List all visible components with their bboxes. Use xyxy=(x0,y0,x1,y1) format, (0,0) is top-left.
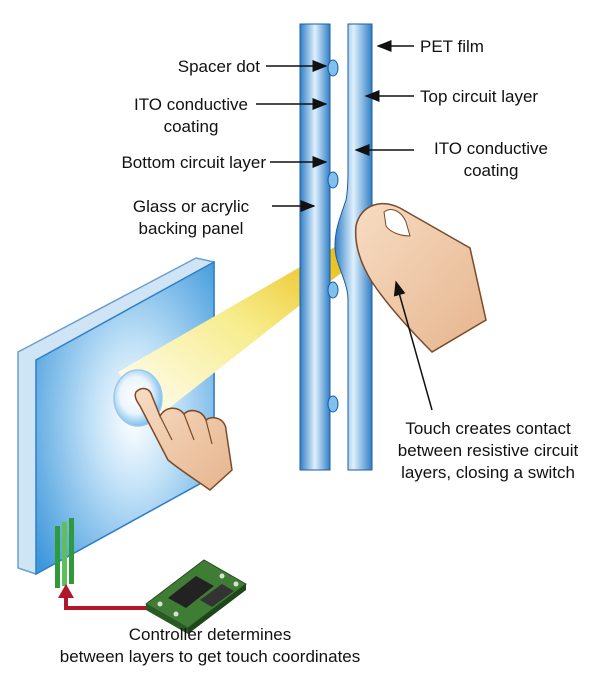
label-ito-left-line1: ITO conductive xyxy=(133,95,249,114)
label-ito-left-line2: coating xyxy=(163,117,219,136)
label-ito-right-line2: coating xyxy=(463,161,519,180)
label-ito-right-line1: ITO conductive xyxy=(433,139,549,158)
label-controller-line1: Controller determines xyxy=(128,625,292,644)
label-glass-line1: Glass or acrylic xyxy=(132,197,250,216)
zoom-beam xyxy=(118,244,350,420)
top-circuit-layer xyxy=(334,23,373,471)
controller-arrow xyxy=(64,596,148,610)
label-pet-film: PET film xyxy=(420,37,484,56)
spacer-dots xyxy=(327,59,339,413)
label-bottom-circuit: Bottom circuit layer xyxy=(121,153,266,172)
screen-cable xyxy=(55,518,74,588)
label-glass-line2: backing panel xyxy=(138,219,244,238)
finger-icon xyxy=(354,203,487,353)
label-spacer-dot: Spacer dot xyxy=(177,57,260,76)
label-top-circuit: Top circuit layer xyxy=(420,87,539,106)
controller-chip-icon xyxy=(145,559,247,634)
touch-screen-panel xyxy=(17,257,215,576)
callout-lines xyxy=(256,40,433,411)
label-controller-line2: between layers to get touch coordinates xyxy=(59,647,361,666)
hand-icon xyxy=(134,387,233,491)
label-touch-line1: Touch creates contact xyxy=(405,419,571,438)
backing-panel xyxy=(299,23,331,471)
label-touch-line3: layers, closing a switch xyxy=(401,463,575,482)
label-touch-line2: between resistive circuit xyxy=(397,441,579,460)
